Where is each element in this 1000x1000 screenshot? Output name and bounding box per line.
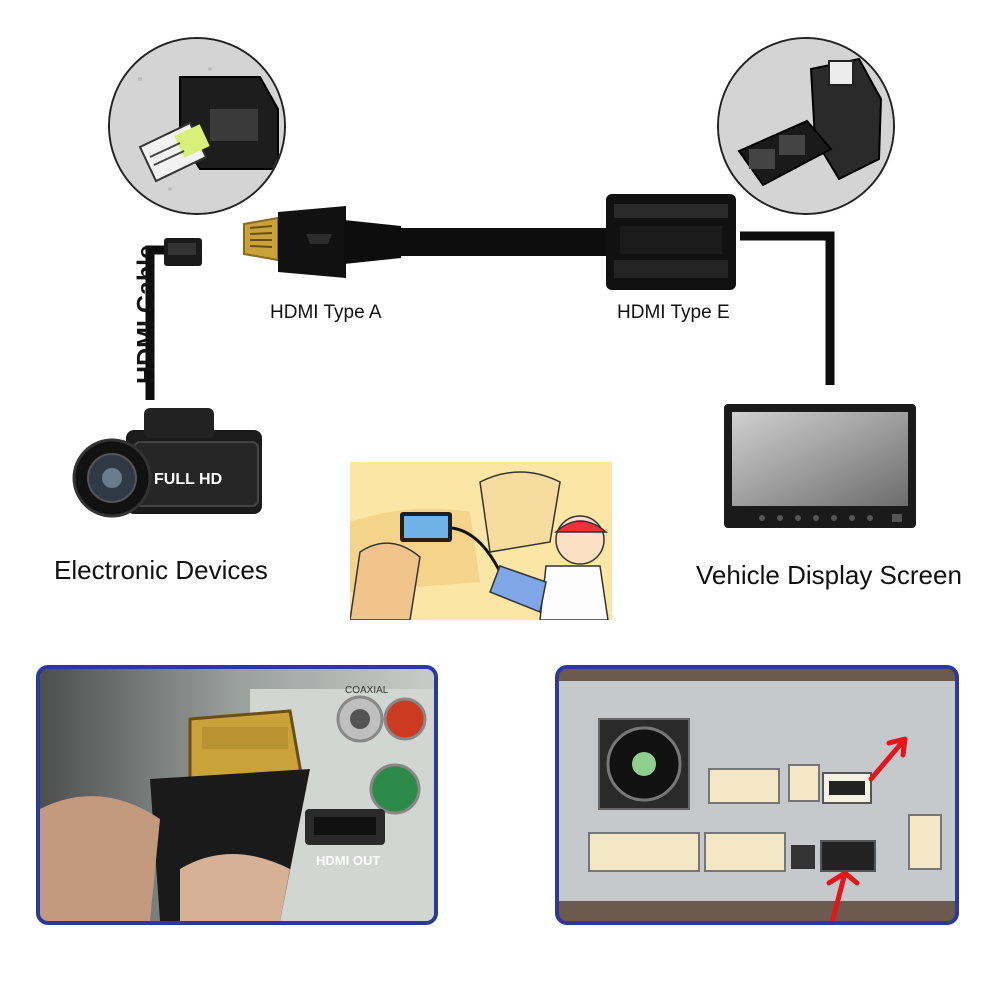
hdmi-type-a-plug [243, 206, 401, 278]
hdmi-type-a-label: HDMI Type A [270, 302, 382, 323]
electronic-devices-label: Electronic Devices [54, 555, 268, 585]
photo-head-unit [555, 665, 959, 925]
hdmi-cable-label: HDMI Cable [132, 245, 161, 384]
camcorder-badge: FULL HD [154, 471, 222, 488]
hdmi-type-e-connector [606, 194, 736, 290]
connector-detail-circle-left [108, 37, 286, 215]
hdmi-out-port-label: HDMI OUT [316, 853, 380, 868]
vehicle-display-icon [724, 404, 916, 528]
camcorder-icon: FULL HD [72, 408, 262, 518]
coaxial-port-label: COAXIAL [345, 685, 389, 696]
hdmi-female-end [164, 238, 202, 266]
hdmi-type-e-label: HDMI Type E [617, 302, 730, 323]
car-passenger-illustration [349, 462, 612, 621]
vehicle-display-screen-label: Vehicle Display Screen [696, 560, 962, 590]
connector-detail-circle-right [717, 37, 895, 215]
photo-hdmi-plug: HDMI OUT COAXIAL [36, 665, 438, 925]
